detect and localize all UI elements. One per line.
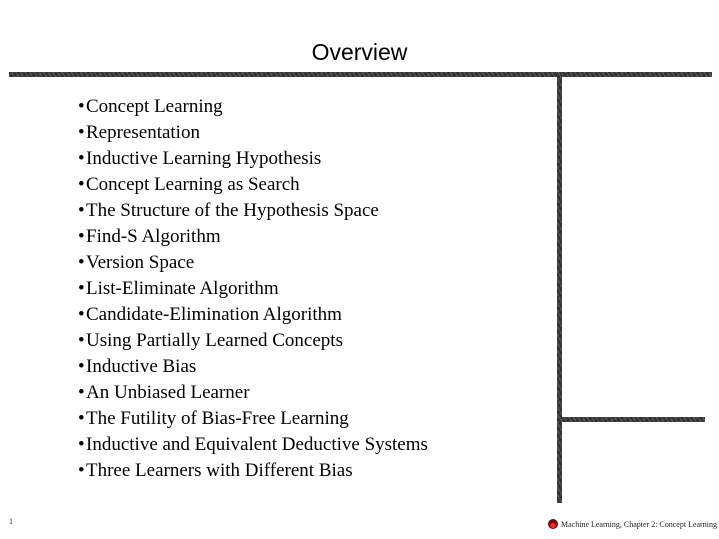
bullet-dot-icon: • bbox=[78, 356, 85, 377]
bullet-dot-icon: • bbox=[78, 174, 85, 195]
bullet-dot-icon: • bbox=[78, 304, 85, 325]
bullet-item: •Candidate-Elimination Algorithm bbox=[78, 302, 428, 328]
bullet-item: •Concept Learning as Search bbox=[78, 172, 428, 198]
footer-text: Machine Learning, Chapter 2: Concept Lea… bbox=[561, 519, 717, 529]
bullet-item: •An Unbiased Learner bbox=[78, 380, 428, 406]
top-divider-bar bbox=[9, 72, 712, 77]
slide-footer: Machine Learning, Chapter 2: Concept Lea… bbox=[548, 519, 717, 529]
bullet-item: •The Futility of Bias-Free Learning bbox=[78, 406, 428, 432]
bullet-dot-icon: • bbox=[78, 122, 85, 143]
bullet-item: •Inductive and Equivalent Deductive Syst… bbox=[78, 432, 428, 458]
bullet-dot-icon: • bbox=[78, 200, 85, 221]
bullet-dot-icon: • bbox=[78, 148, 85, 169]
bullet-item: •Using Partially Learned Concepts bbox=[78, 328, 428, 354]
bullet-dot-icon: • bbox=[78, 252, 85, 273]
vertical-divider-bar bbox=[557, 72, 562, 503]
bullet-item: •Find-S Algorithm bbox=[78, 224, 428, 250]
slide-title: Overview bbox=[311, 39, 408, 65]
bullet-dot-icon: • bbox=[78, 382, 85, 403]
bullet-dot-icon: • bbox=[78, 226, 85, 247]
bullet-dot-icon: • bbox=[78, 278, 85, 299]
apple-logo-icon bbox=[548, 519, 558, 529]
bullet-item: •List-Eliminate Algorithm bbox=[78, 276, 428, 302]
bullet-list: •Concept Learning •Representation •Induc… bbox=[78, 94, 428, 484]
bullet-item: •Three Learners with Different Bias bbox=[78, 458, 428, 484]
page-number: 1 bbox=[9, 517, 13, 526]
bullet-item: •Version Space bbox=[78, 250, 428, 276]
bullet-dot-icon: • bbox=[78, 460, 85, 481]
bullet-item: •Inductive Learning Hypothesis bbox=[78, 146, 428, 172]
right-divider-bar bbox=[557, 417, 705, 422]
bullet-item: •Concept Learning bbox=[78, 94, 428, 120]
bullet-dot-icon: • bbox=[78, 330, 85, 351]
bullet-item: •The Structure of the Hypothesis Space bbox=[78, 198, 428, 224]
bullet-dot-icon: • bbox=[78, 434, 85, 455]
bullet-item: •Representation bbox=[78, 120, 428, 146]
bullet-dot-icon: • bbox=[78, 96, 85, 117]
bullet-item: •Inductive Bias bbox=[78, 354, 428, 380]
bullet-dot-icon: • bbox=[78, 408, 85, 429]
